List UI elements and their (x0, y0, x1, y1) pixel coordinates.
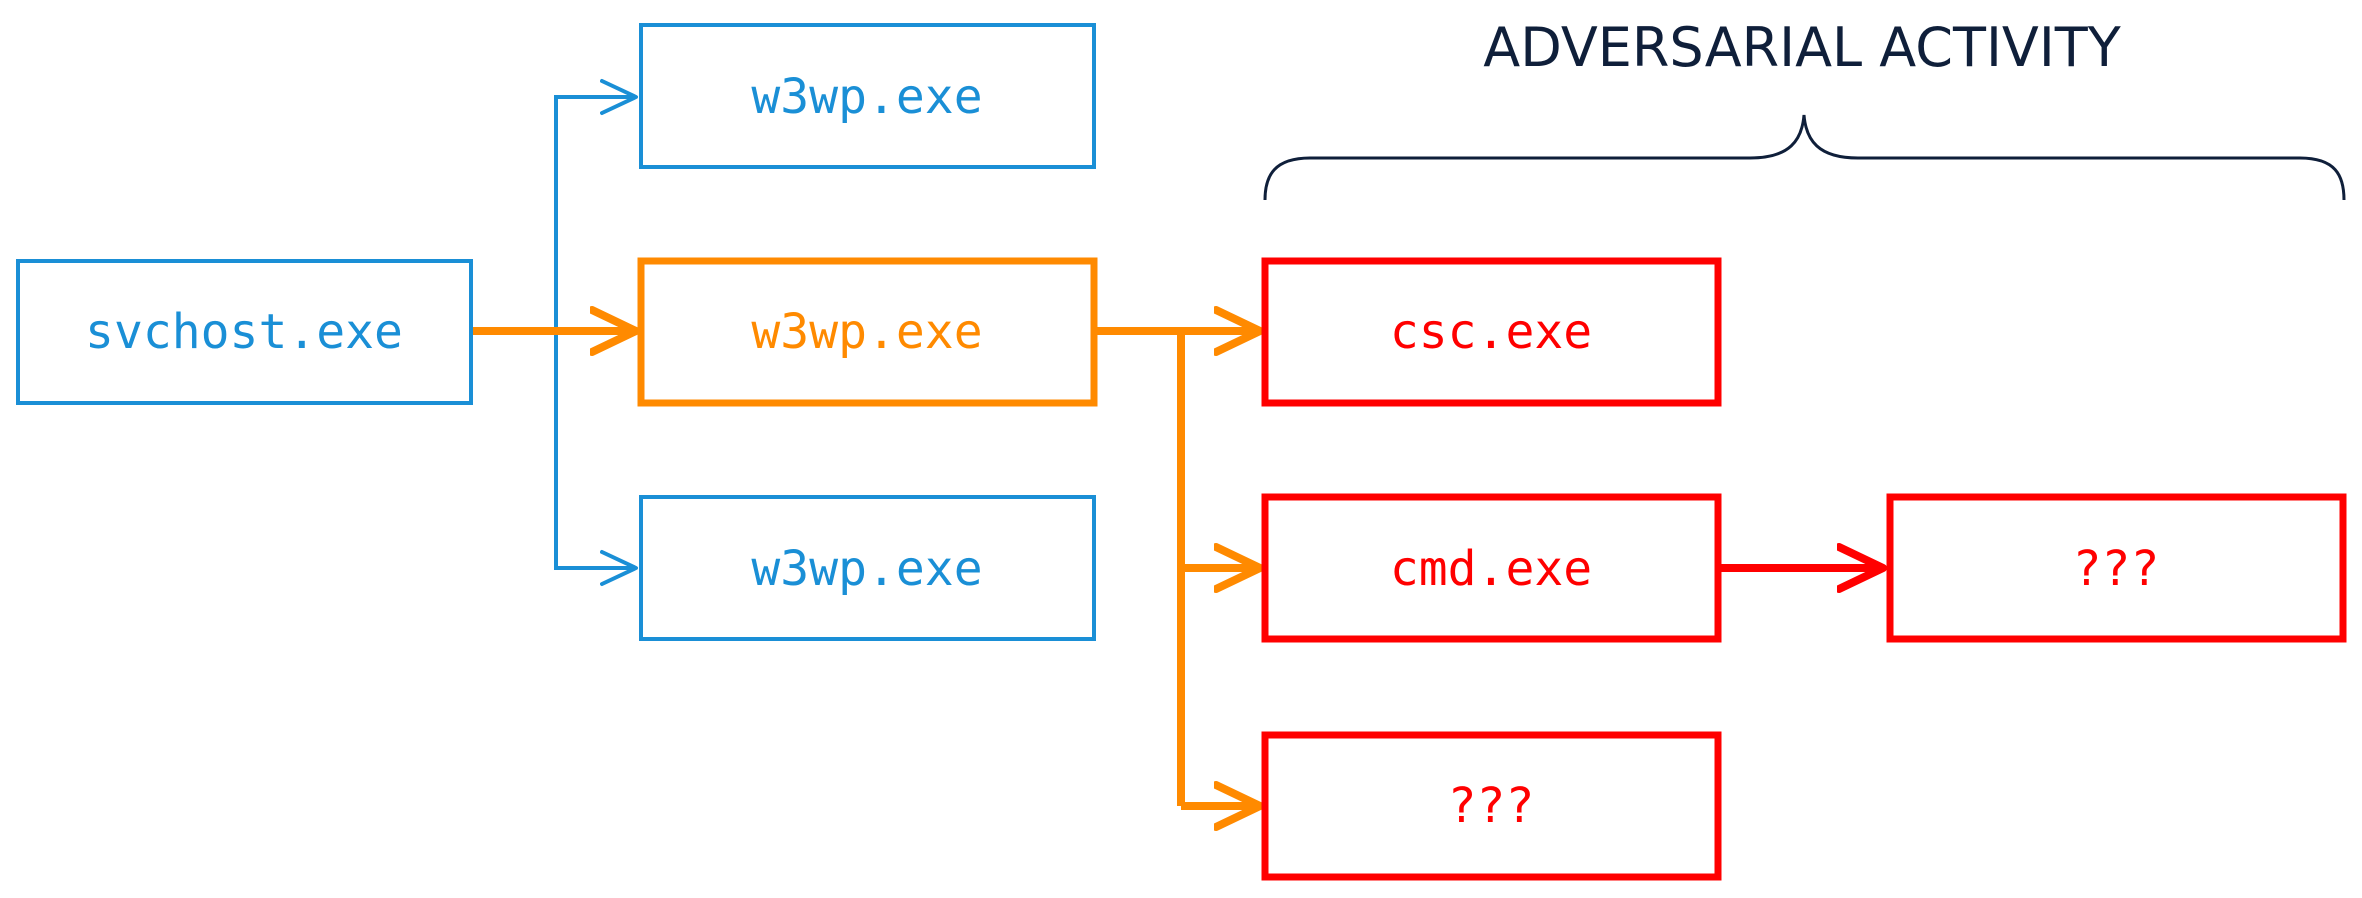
process-label-w3wp-top: w3wp.exe (751, 69, 982, 125)
process-node-w3wp-bottom: w3wp.exe (639, 495, 1096, 641)
edge-svchost-w3wp-top (554, 79, 638, 330)
process-node-w3wp-top: w3wp.exe (639, 23, 1096, 169)
process-label-unknown-child: ??? (1448, 778, 1535, 834)
process-label-cmd: cmd.exe (1390, 541, 1592, 597)
adversarial-activity-heading: ADVERSARIAL ACTIVITY (1483, 16, 2121, 79)
process-node-svchost: svchost.exe (16, 259, 473, 405)
process-node-csc: csc.exe (1261, 257, 1722, 407)
process-node-unknown-cmd-child: ??? (1886, 493, 2347, 643)
edge-svchost-w3wp-bottom (554, 330, 638, 586)
adversarial-activity-brace (1263, 114, 2346, 201)
process-node-unknown-child: ??? (1261, 731, 1722, 881)
process-label-csc: csc.exe (1390, 304, 1592, 360)
process-node-w3wp-mid: w3wp.exe (637, 257, 1098, 407)
process-label-w3wp-bottom: w3wp.exe (751, 541, 982, 597)
process-node-cmd: cmd.exe (1261, 493, 1722, 643)
process-label-unknown-cmd-child: ??? (2073, 541, 2160, 597)
process-label-w3wp-mid: w3wp.exe (751, 304, 982, 360)
process-label-svchost: svchost.exe (85, 304, 403, 360)
